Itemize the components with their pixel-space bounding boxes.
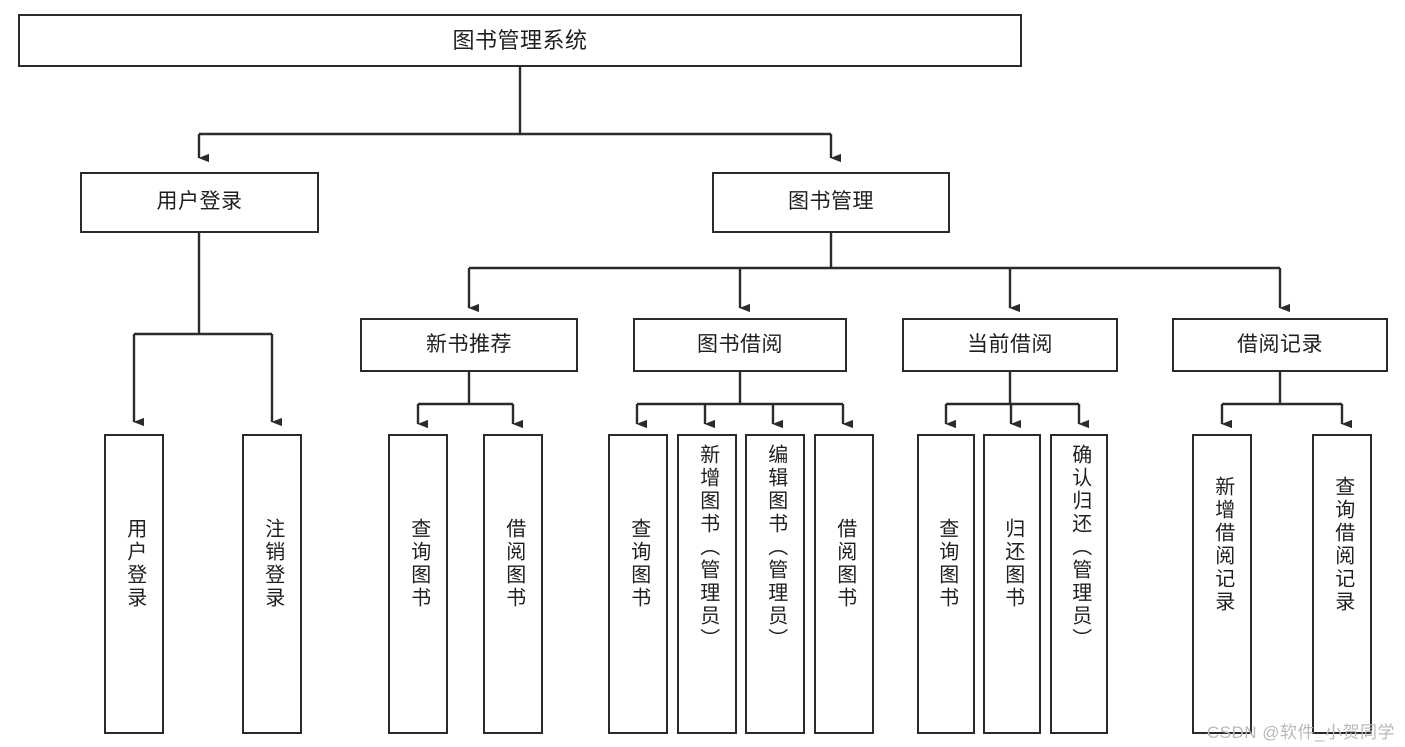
edges-current-to-leaves	[944, 372, 1089, 429]
node-book-borrow[interactable]: 图书借阅	[633, 318, 847, 372]
edges-newbook-to-leaves	[416, 372, 523, 429]
node-user-login[interactable]: 用户登录	[80, 172, 319, 233]
node-leaf-query-book-newbook[interactable]: 查询图书	[388, 434, 448, 734]
node-label: 图书管理系统	[452, 27, 588, 53]
node-new-book-recommendation[interactable]: 新书推荐	[360, 318, 578, 372]
node-label: 查询图书	[407, 518, 430, 610]
node-book-management[interactable]: 图书管理	[712, 172, 950, 233]
node-leaf-return-book[interactable]: 归还图书	[983, 434, 1041, 734]
node-label: 用户登录	[123, 518, 146, 610]
node-label: 借阅图书	[502, 518, 525, 610]
edges-record-to-leaves	[1220, 372, 1352, 429]
node-label: 用户登录	[156, 190, 243, 214]
node-label: 新书推荐	[426, 332, 512, 356]
node-label: 归还图书	[1001, 518, 1024, 610]
node-leaf-query-book-current[interactable]: 查询图书	[917, 434, 975, 734]
node-leaf-logout[interactable]: 注销登录	[242, 434, 302, 734]
node-leaf-query-book-borrow[interactable]: 查询图书	[608, 434, 668, 734]
node-label: 新增图书（管理员）	[696, 444, 719, 651]
edges-root-to-level1	[197, 67, 841, 163]
node-leaf-borrow-book-newbook[interactable]: 借阅图书	[483, 434, 543, 734]
edges-borrow-to-leaves	[635, 372, 853, 429]
node-label: 编辑图书（管理员）	[764, 444, 787, 651]
node-label: 查询图书	[935, 518, 958, 610]
node-leaf-edit-book-admin[interactable]: 编辑图书（管理员）	[745, 434, 805, 734]
node-label: 借阅图书	[833, 518, 856, 610]
node-label: 注销登录	[261, 518, 284, 610]
node-leaf-add-borrow-record[interactable]: 新增借阅记录	[1192, 434, 1252, 734]
edges-userlogin-to-leaves	[132, 233, 282, 427]
edges-bookmgmt-to-level2	[467, 233, 1290, 313]
node-root-book-management-system[interactable]: 图书管理系统	[18, 14, 1022, 67]
node-borrow-record[interactable]: 借阅记录	[1172, 318, 1388, 372]
node-label: 确认归还（管理员）	[1068, 444, 1091, 651]
node-label: 图书借阅	[697, 332, 783, 356]
node-leaf-query-borrow-record[interactable]: 查询借阅记录	[1312, 434, 1372, 734]
node-leaf-confirm-return-admin[interactable]: 确认归还（管理员）	[1050, 434, 1108, 734]
node-label: 查询借阅记录	[1331, 476, 1354, 614]
node-current-borrow[interactable]: 当前借阅	[902, 318, 1118, 372]
node-leaf-user-login[interactable]: 用户登录	[104, 434, 164, 734]
node-label: 新增借阅记录	[1211, 476, 1234, 614]
node-leaf-add-book-admin[interactable]: 新增图书（管理员）	[677, 434, 737, 734]
node-label: 借阅记录	[1237, 332, 1323, 356]
node-label: 查询图书	[627, 518, 650, 610]
node-label: 当前借阅	[967, 332, 1053, 356]
node-leaf-borrow-book[interactable]: 借阅图书	[814, 434, 874, 734]
node-label: 图书管理	[788, 190, 874, 214]
